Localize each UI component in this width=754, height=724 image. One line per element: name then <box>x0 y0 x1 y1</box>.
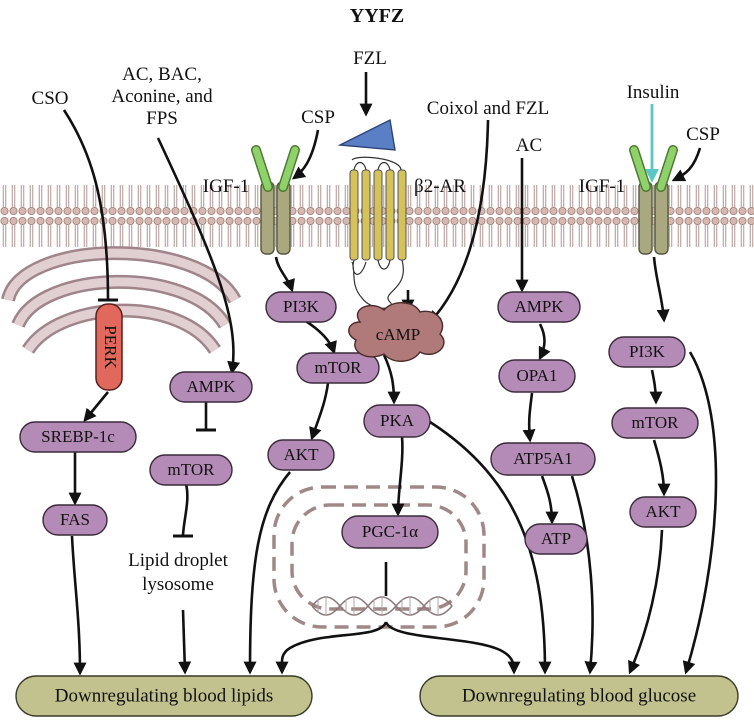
label-csp-left: CSP <box>301 107 335 128</box>
node-perk-text: PERK <box>101 325 120 369</box>
node-akt-right-text: AKT <box>646 502 682 521</box>
label-insulin: Insulin <box>627 82 680 103</box>
label-lipid-droplet: Lipid droplet <box>128 550 228 571</box>
node-mtor-mid: mTOR <box>296 352 380 384</box>
node-akt-right: AKT <box>629 496 697 528</box>
b2ar-receptor <box>349 156 407 309</box>
outcome-lipids-text: Downregulating blood lipids <box>55 685 273 706</box>
node-pka: PKA <box>363 404 431 438</box>
node-perk: PERK <box>95 303 123 391</box>
node-pgc1a-text: PGC-1α <box>362 522 418 541</box>
fzl-triangle-icon <box>337 118 396 151</box>
label-cso: CSO <box>32 88 69 109</box>
connectors <box>62 72 718 676</box>
node-opa1: OPA1 <box>498 359 576 393</box>
label-ac-group-3: FPS <box>146 108 178 129</box>
label-ac-group-1: AC, BAC, <box>122 64 202 85</box>
node-pgc1a: PGC-1α <box>341 515 439 549</box>
label-igf1-right: IGF-1 <box>579 176 625 197</box>
node-pi3k-left-text: PI3K <box>283 297 320 316</box>
node-atp-text: ATP <box>541 529 571 548</box>
node-atp5a1: ATP5A1 <box>490 442 596 476</box>
label-lysosome: lysosome <box>142 574 214 595</box>
node-atp: ATP <box>524 523 588 555</box>
nucleus-outer <box>272 485 486 629</box>
nucleus-inner <box>290 503 468 611</box>
igf1-receptor-right <box>629 145 678 255</box>
node-camp: cAMP <box>348 302 445 362</box>
node-ampk-left: AMPK <box>169 371 253 403</box>
node-srebp-text: SREBP-1c <box>41 427 115 446</box>
node-akt-left-text: AKT <box>284 445 320 464</box>
label-csp-right: CSP <box>686 124 720 145</box>
label-coixol-fzl: Coixol and FZL <box>427 98 549 119</box>
node-fas-text: FAS <box>60 510 90 529</box>
node-pi3k-right-text: PI3K <box>629 342 666 361</box>
label-fzl: FZL <box>353 48 387 69</box>
diagram-title: YYFZ <box>350 5 404 27</box>
node-camp-text: cAMP <box>376 325 420 344</box>
node-mtor-right-text: mTOR <box>632 413 680 432</box>
node-ampk-left-text: AMPK <box>186 377 236 396</box>
igf1-receptor-left <box>251 145 300 255</box>
outcome-lipids: Downregulating blood lipids <box>15 675 313 717</box>
node-pka-text: PKA <box>380 411 415 430</box>
outcome-glucose: Downregulating blood glucose <box>419 675 739 717</box>
node-ampk-right-text: AMPK <box>514 297 564 316</box>
node-akt-left: AKT <box>267 439 335 471</box>
label-b2ar: β2-AR <box>414 176 466 197</box>
node-srebp: SREBP-1c <box>19 421 137 453</box>
node-mtor-mid-text: mTOR <box>315 358 363 377</box>
node-mtor-left-text: mTOR <box>168 460 216 479</box>
node-pi3k-right: PI3K <box>608 336 686 368</box>
node-ampk-right: AMPK <box>497 291 581 323</box>
node-atp5a1-text: ATP5A1 <box>513 449 573 468</box>
node-fas: FAS <box>42 504 108 536</box>
node-pi3k-left: PI3K <box>265 291 337 323</box>
node-opa1-text: OPA1 <box>517 366 558 385</box>
outcome-glucose-text: Downregulating blood glucose <box>462 685 696 706</box>
dna-icon <box>311 596 453 616</box>
label-ac-group-2: Aconine, and <box>111 86 213 107</box>
node-mtor-right: mTOR <box>611 407 699 439</box>
node-mtor-left: mTOR <box>149 454 233 486</box>
label-igf1-left: IGF-1 <box>203 176 249 197</box>
label-ac: AC <box>516 135 542 156</box>
